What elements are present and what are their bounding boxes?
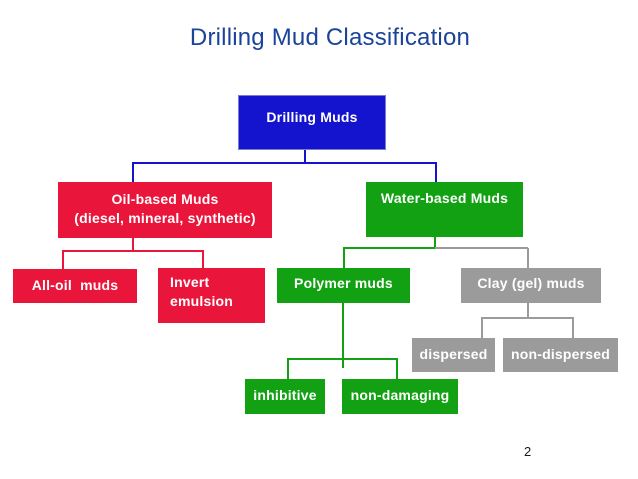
connector-root-stem <box>304 150 306 163</box>
node-dispersed: dispersed <box>412 338 495 372</box>
page-title: Drilling Mud Classification <box>189 24 471 51</box>
connector-oil-crossbar <box>62 250 204 252</box>
connector-to-inhibitive <box>287 360 289 379</box>
connector-clay-crossbar <box>481 317 574 319</box>
node-clay-gel-muds: Clay (gel) muds <box>461 268 601 303</box>
connector-to-oil-based <box>132 163 134 182</box>
connector-to-all-oil <box>62 251 64 269</box>
connector-to-non-dispersed <box>572 319 574 338</box>
node-polymer-muds: Polymer muds <box>277 268 410 303</box>
connector-water-stem <box>434 237 436 249</box>
connector-oil-stem <box>132 238 134 252</box>
node-inhibitive: inhibitive <box>245 379 325 414</box>
node-drilling-muds: Drilling Muds <box>238 95 386 150</box>
connector-polymer-crossbar <box>287 358 398 360</box>
node-non-dispersed: non-dispersed <box>503 338 618 372</box>
connector-to-dispersed <box>481 319 483 338</box>
node-invert-emulsion: Invert emulsion <box>158 268 265 323</box>
page-number: 2 <box>524 444 532 459</box>
connector-to-non-damaging <box>396 360 398 379</box>
connector-water-crossbar-right <box>435 247 528 249</box>
connector-polymer-stem <box>342 303 344 359</box>
connector-clay-stem <box>527 303 529 319</box>
connector-to-polymer <box>343 248 345 268</box>
connector-polymer-stub <box>342 360 344 368</box>
node-water-based-muds: Water-based Muds <box>366 182 523 237</box>
connector-to-invert-emulsion <box>202 251 204 268</box>
node-non-damaging: non-damaging <box>342 379 458 414</box>
node-oil-based-muds: Oil-based Muds (diesel, mineral, synthet… <box>58 182 272 238</box>
node-all-oil-muds: All-oil muds <box>13 269 137 303</box>
connector-to-clay <box>527 248 529 268</box>
connector-water-crossbar-left <box>343 247 435 249</box>
connector-to-water-based <box>435 163 437 182</box>
connector-root-crossbar <box>132 162 437 164</box>
